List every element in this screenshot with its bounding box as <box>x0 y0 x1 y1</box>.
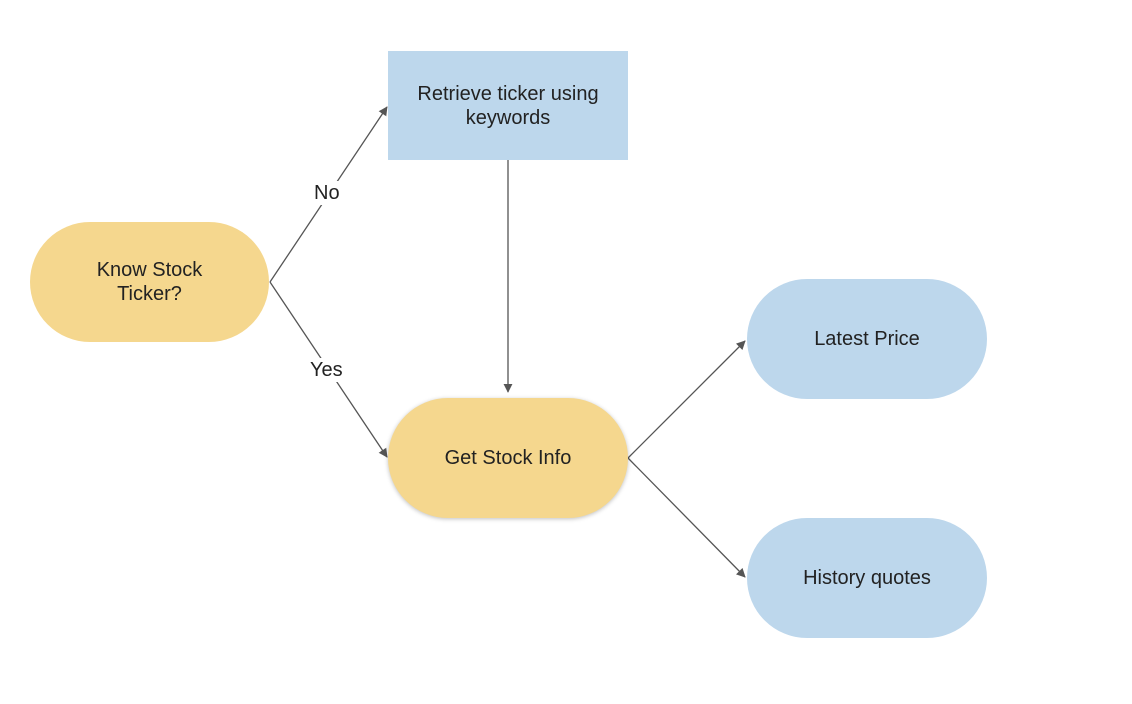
process-get-stock-info: Get Stock Info <box>388 398 628 518</box>
edge-label-yes: Yes <box>308 358 345 382</box>
edge-get-to-history <box>627 457 746 578</box>
node-label: Latest Price <box>814 328 920 350</box>
process-retrieve-ticker: Retrieve ticker using keywords <box>388 51 628 160</box>
node-label: Know Stock Ticker? <box>96 259 203 305</box>
output-history-quotes: History quotes <box>747 518 987 638</box>
edge-get-to-latest <box>627 340 746 459</box>
node-label: Get Stock Info <box>444 447 572 469</box>
decision-know-stock-ticker: Know Stock Ticker? <box>30 222 269 342</box>
node-label: Retrieve ticker using keywords <box>417 82 599 129</box>
output-latest-price: Latest Price <box>747 279 987 399</box>
edge-label-no: No <box>312 181 342 205</box>
node-label: History quotes <box>803 567 931 589</box>
